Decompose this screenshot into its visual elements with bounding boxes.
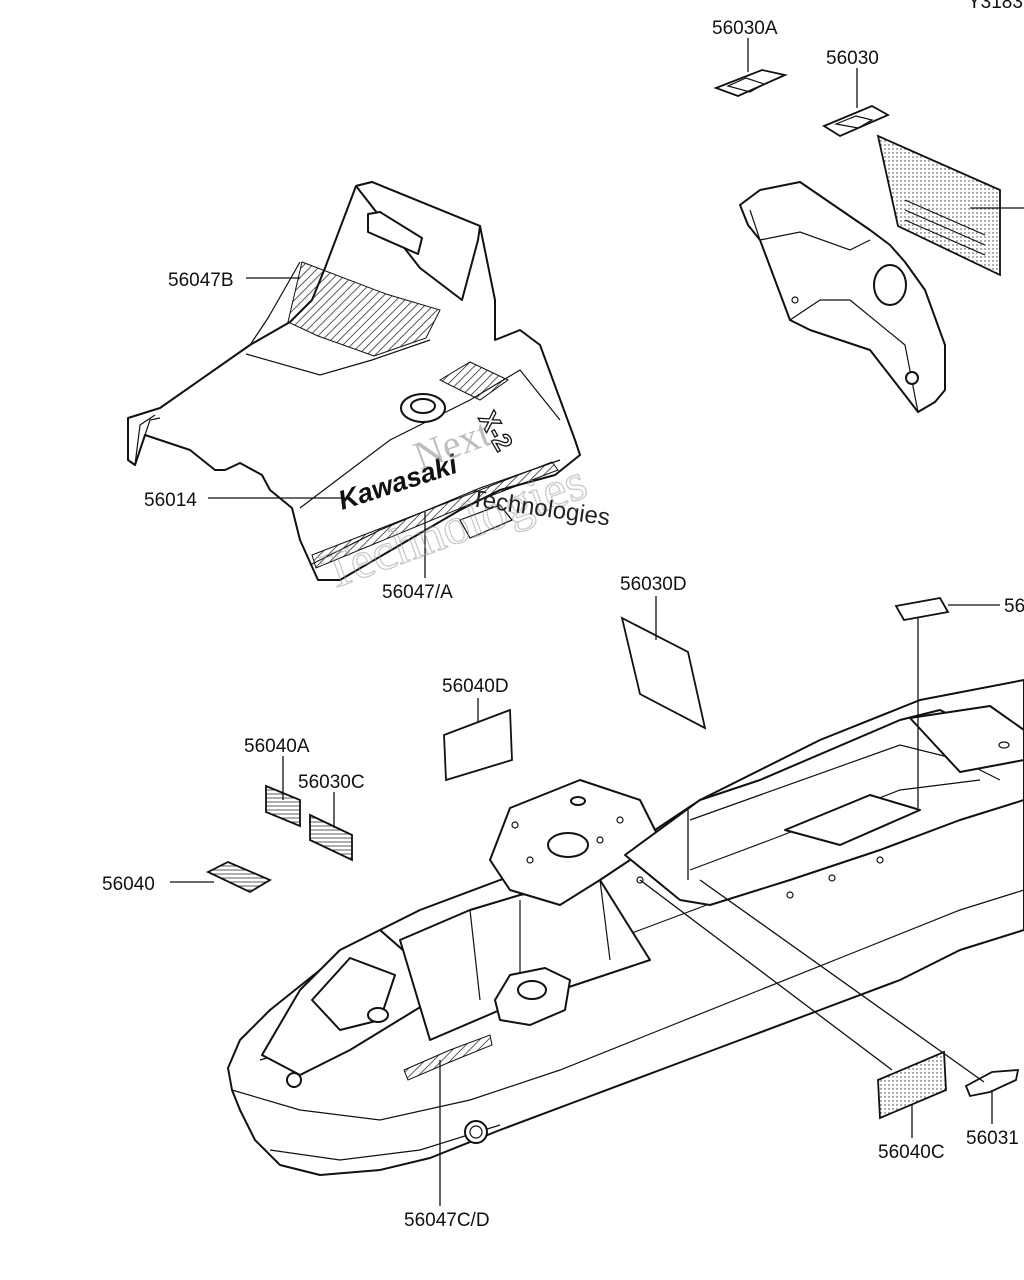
- label-56040d: 56040D: [442, 676, 509, 697]
- decal-56-right: [894, 597, 950, 621]
- decal-56030d: [620, 616, 707, 730]
- label-56030d: 56030D: [620, 574, 687, 595]
- label-56-right: 56: [1004, 596, 1024, 617]
- label-56030: 56030: [826, 48, 879, 69]
- label-56014: 56014: [144, 490, 197, 511]
- label-56031: 56031: [966, 1128, 1019, 1149]
- decal-56030c: [309, 813, 353, 862]
- decal-56040a: [265, 784, 301, 828]
- decal-56030: [822, 105, 891, 138]
- label-56040c: 56040C: [878, 1142, 945, 1163]
- hull: [227, 679, 1024, 1176]
- decal-56040: [205, 861, 272, 894]
- label-56047b: 56047B: [168, 270, 234, 291]
- decal-56030a: [713, 69, 788, 97]
- part-labels: 56030A 56030 56047B 56014 56047/A 56030D…: [102, 18, 1024, 1231]
- engine-hood: Kawasaki X-2: [127, 181, 581, 581]
- decal-56047cd-stripe: [403, 1034, 493, 1081]
- label-56040a: 56040A: [244, 736, 310, 757]
- diagram-ref-number: Y3183: [968, 0, 1023, 13]
- decal-56047a-stripe: [311, 461, 559, 569]
- label-56030c: 56030C: [298, 772, 365, 793]
- label-56047a: 56047/A: [382, 582, 453, 603]
- label-56047cd: 56047C/D: [404, 1210, 490, 1231]
- decal-56047b-stripe: [287, 261, 441, 357]
- decal-56040d: [443, 708, 513, 782]
- label-56030a: 56030A: [712, 18, 778, 39]
- label-56040: 56040: [102, 874, 155, 895]
- clip-56031: [964, 1069, 1020, 1098]
- storage-cover-panel: [739, 181, 946, 413]
- leader-lines: [170, 38, 1024, 1206]
- decal-large-right: [876, 134, 1001, 277]
- decal-56040c: [877, 1050, 947, 1120]
